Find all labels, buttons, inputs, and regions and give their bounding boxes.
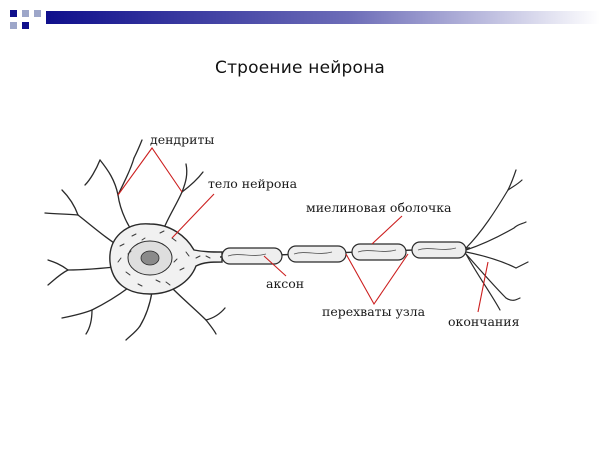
label-cell-body: тело нейрона [208, 176, 298, 191]
slide-header-decoration [10, 10, 600, 29]
label-axon: аксон [266, 276, 304, 291]
header-square-2 [22, 10, 29, 17]
label-myelin-sheath: миелиновая оболочка [306, 200, 452, 215]
leader-lines [117, 147, 489, 313]
header-square-5 [22, 22, 29, 29]
cell-body-drawing [109, 223, 223, 295]
slide-title: Строение нейрона [215, 58, 385, 78]
label-nodes-of-ranvier: перехваты узла [322, 304, 426, 319]
axon-terminals-drawing [465, 169, 529, 311]
header-square-3 [34, 10, 41, 17]
leader-myelin-sheath [371, 215, 403, 245]
leader-nodes-of-ranvier [345, 253, 409, 306]
myelin-segment-3 [351, 243, 407, 261]
header-gradient-band [46, 11, 600, 24]
leader-cell-body [171, 193, 215, 239]
leader-axon [263, 255, 287, 277]
label-dendrites: дендриты [150, 132, 214, 147]
myelin-segments [221, 241, 467, 265]
myelin-segment-1 [221, 247, 283, 265]
label-terminals: окончания [448, 314, 520, 329]
leader-terminals [477, 261, 489, 313]
myelin-segment-4 [411, 241, 467, 259]
myelin-segment-2 [287, 245, 347, 263]
header-square-1 [10, 10, 17, 17]
header-square-4 [10, 22, 17, 29]
leader-dendrites [117, 147, 183, 196]
